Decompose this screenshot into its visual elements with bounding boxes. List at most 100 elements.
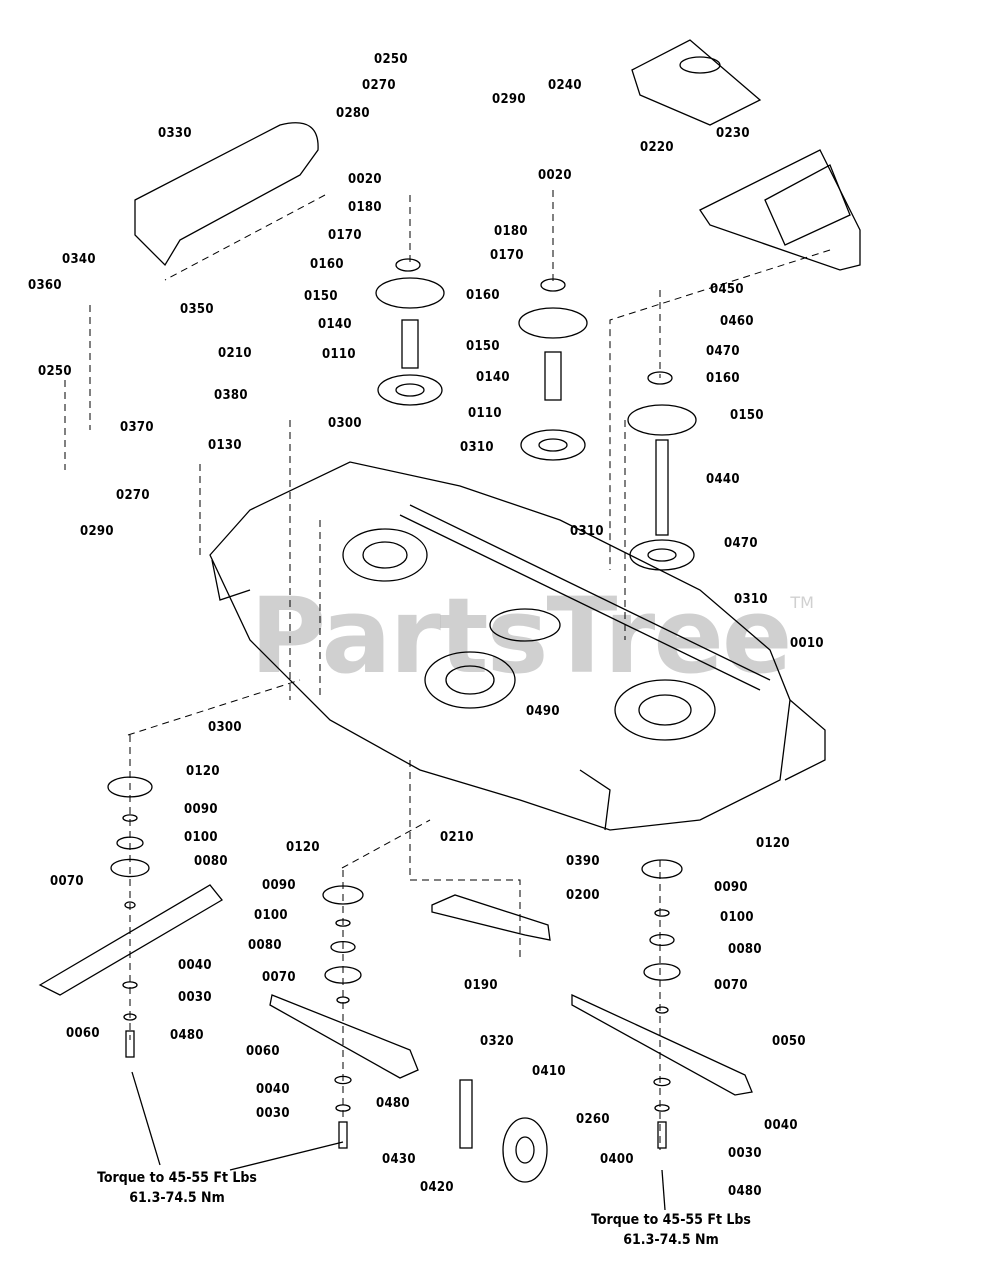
part-callout-0060[interactable]: 0060 bbox=[66, 1026, 100, 1041]
part-callout-0030[interactable]: 0030 bbox=[178, 990, 212, 1005]
part-callout-0010[interactable]: 0010 bbox=[790, 636, 824, 651]
part-callout-0460[interactable]: 0460 bbox=[720, 314, 754, 329]
part-callout-0250[interactable]: 0250 bbox=[38, 364, 72, 379]
part-callout-0290[interactable]: 0290 bbox=[80, 524, 114, 539]
part-callout-0050[interactable]: 0050 bbox=[772, 1034, 806, 1049]
part-callout-0400[interactable]: 0400 bbox=[600, 1152, 634, 1167]
part-callout-0320[interactable]: 0320 bbox=[480, 1034, 514, 1049]
belt-cover-left bbox=[134, 122, 319, 267]
part-callout-0480[interactable]: 0480 bbox=[376, 1096, 410, 1111]
washer bbox=[330, 940, 356, 954]
part-callout-0020[interactable]: 0020 bbox=[538, 168, 572, 183]
part-callout-0240[interactable]: 0240 bbox=[548, 78, 582, 93]
part-callout-0090[interactable]: 0090 bbox=[262, 878, 296, 893]
part-callout-0120[interactable]: 0120 bbox=[756, 836, 790, 851]
part-callout-0200[interactable]: 0200 bbox=[566, 888, 600, 903]
part-callout-0340[interactable]: 0340 bbox=[62, 252, 96, 267]
part-callout-0300[interactable]: 0300 bbox=[328, 416, 362, 431]
part-callout-0420[interactable]: 0420 bbox=[420, 1180, 454, 1195]
spindle-right bbox=[627, 371, 697, 571]
part-callout-0480[interactable]: 0480 bbox=[728, 1184, 762, 1199]
part-callout-0110[interactable]: 0110 bbox=[322, 347, 356, 362]
blade-bolt bbox=[657, 1121, 667, 1149]
part-callout-0040[interactable]: 0040 bbox=[764, 1118, 798, 1133]
part-callout-0370[interactable]: 0370 bbox=[120, 420, 154, 435]
part-callout-0120[interactable]: 0120 bbox=[186, 764, 220, 779]
part-callout-0040[interactable]: 0040 bbox=[256, 1082, 290, 1097]
part-callout-0470[interactable]: 0470 bbox=[724, 536, 758, 551]
mower-deck bbox=[209, 461, 826, 831]
part-callout-0250[interactable]: 0250 bbox=[374, 52, 408, 67]
washer bbox=[655, 1006, 669, 1014]
blade-bolt bbox=[125, 1030, 135, 1058]
part-callout-0310[interactable]: 0310 bbox=[570, 524, 604, 539]
part-callout-0350[interactable]: 0350 bbox=[180, 302, 214, 317]
part-callout-0480[interactable]: 0480 bbox=[170, 1028, 204, 1043]
part-callout-0090[interactable]: 0090 bbox=[714, 880, 748, 895]
part-callout-0040[interactable]: 0040 bbox=[178, 958, 212, 973]
part-callout-0100[interactable]: 0100 bbox=[720, 910, 754, 925]
part-callout-0150[interactable]: 0150 bbox=[304, 289, 338, 304]
part-callout-0210[interactable]: 0210 bbox=[218, 346, 252, 361]
part-callout-0270[interactable]: 0270 bbox=[362, 78, 396, 93]
part-callout-0110[interactable]: 0110 bbox=[468, 406, 502, 421]
blade-center bbox=[269, 994, 419, 1079]
part-callout-0170[interactable]: 0170 bbox=[490, 248, 524, 263]
part-callout-0030[interactable]: 0030 bbox=[728, 1146, 762, 1161]
part-callout-0180[interactable]: 0180 bbox=[348, 200, 382, 215]
part-callout-0080[interactable]: 0080 bbox=[728, 942, 762, 957]
part-callout-0470[interactable]: 0470 bbox=[706, 344, 740, 359]
torque-spec: Torque to 45-55 Ft Lbs bbox=[97, 1170, 257, 1186]
part-callout-0140[interactable]: 0140 bbox=[476, 370, 510, 385]
part-callout-0160[interactable]: 0160 bbox=[310, 257, 344, 272]
part-callout-0180[interactable]: 0180 bbox=[494, 224, 528, 239]
part-callout-0310[interactable]: 0310 bbox=[460, 440, 494, 455]
part-callout-0080[interactable]: 0080 bbox=[194, 854, 228, 869]
part-callout-0070[interactable]: 0070 bbox=[714, 978, 748, 993]
part-callout-0230[interactable]: 0230 bbox=[716, 126, 750, 141]
part-callout-0360[interactable]: 0360 bbox=[28, 278, 62, 293]
part-callout-0160[interactable]: 0160 bbox=[706, 371, 740, 386]
part-callout-0410[interactable]: 0410 bbox=[532, 1064, 566, 1079]
part-callout-0070[interactable]: 0070 bbox=[262, 970, 296, 985]
spindle-left bbox=[375, 258, 445, 406]
part-callout-0030[interactable]: 0030 bbox=[256, 1106, 290, 1121]
part-callout-0280[interactable]: 0280 bbox=[336, 106, 370, 121]
part-callout-0380[interactable]: 0380 bbox=[214, 388, 248, 403]
part-callout-0130[interactable]: 0130 bbox=[208, 438, 242, 453]
part-callout-0190[interactable]: 0190 bbox=[464, 978, 498, 993]
part-callout-0060[interactable]: 0060 bbox=[246, 1044, 280, 1059]
part-callout-0080[interactable]: 0080 bbox=[248, 938, 282, 953]
belt-cover-right bbox=[699, 149, 861, 271]
part-callout-0160[interactable]: 0160 bbox=[466, 288, 500, 303]
part-callout-0290[interactable]: 0290 bbox=[492, 92, 526, 107]
part-callout-0220[interactable]: 0220 bbox=[640, 140, 674, 155]
part-callout-0260[interactable]: 0260 bbox=[576, 1112, 610, 1127]
part-callout-0440[interactable]: 0440 bbox=[706, 472, 740, 487]
part-callout-0490[interactable]: 0490 bbox=[526, 704, 560, 719]
part-callout-0120[interactable]: 0120 bbox=[286, 840, 320, 855]
washer bbox=[649, 933, 675, 947]
washer bbox=[654, 909, 670, 917]
part-callout-0300[interactable]: 0300 bbox=[208, 720, 242, 735]
blade-left bbox=[38, 884, 223, 996]
part-callout-0310[interactable]: 0310 bbox=[734, 592, 768, 607]
part-callout-0020[interactable]: 0020 bbox=[348, 172, 382, 187]
blade-bolt bbox=[338, 1121, 348, 1149]
part-callout-0170[interactable]: 0170 bbox=[328, 228, 362, 243]
part-callout-0100[interactable]: 0100 bbox=[184, 830, 218, 845]
part-callout-0140[interactable]: 0140 bbox=[318, 317, 352, 332]
part-callout-0210[interactable]: 0210 bbox=[440, 830, 474, 845]
part-callout-0150[interactable]: 0150 bbox=[730, 408, 764, 423]
part-callout-0070[interactable]: 0070 bbox=[50, 874, 84, 889]
part-callout-0430[interactable]: 0430 bbox=[382, 1152, 416, 1167]
part-callout-0450[interactable]: 0450 bbox=[710, 282, 744, 297]
assembly-lines bbox=[64, 190, 831, 1150]
part-callout-0390[interactable]: 0390 bbox=[566, 854, 600, 869]
part-callout-0150[interactable]: 0150 bbox=[466, 339, 500, 354]
part-callout-0090[interactable]: 0090 bbox=[184, 802, 218, 817]
part-callout-0270[interactable]: 0270 bbox=[116, 488, 150, 503]
part-callout-0330[interactable]: 0330 bbox=[158, 126, 192, 141]
torque-spec: Torque to 45-55 Ft Lbs bbox=[591, 1212, 751, 1228]
part-callout-0100[interactable]: 0100 bbox=[254, 908, 288, 923]
